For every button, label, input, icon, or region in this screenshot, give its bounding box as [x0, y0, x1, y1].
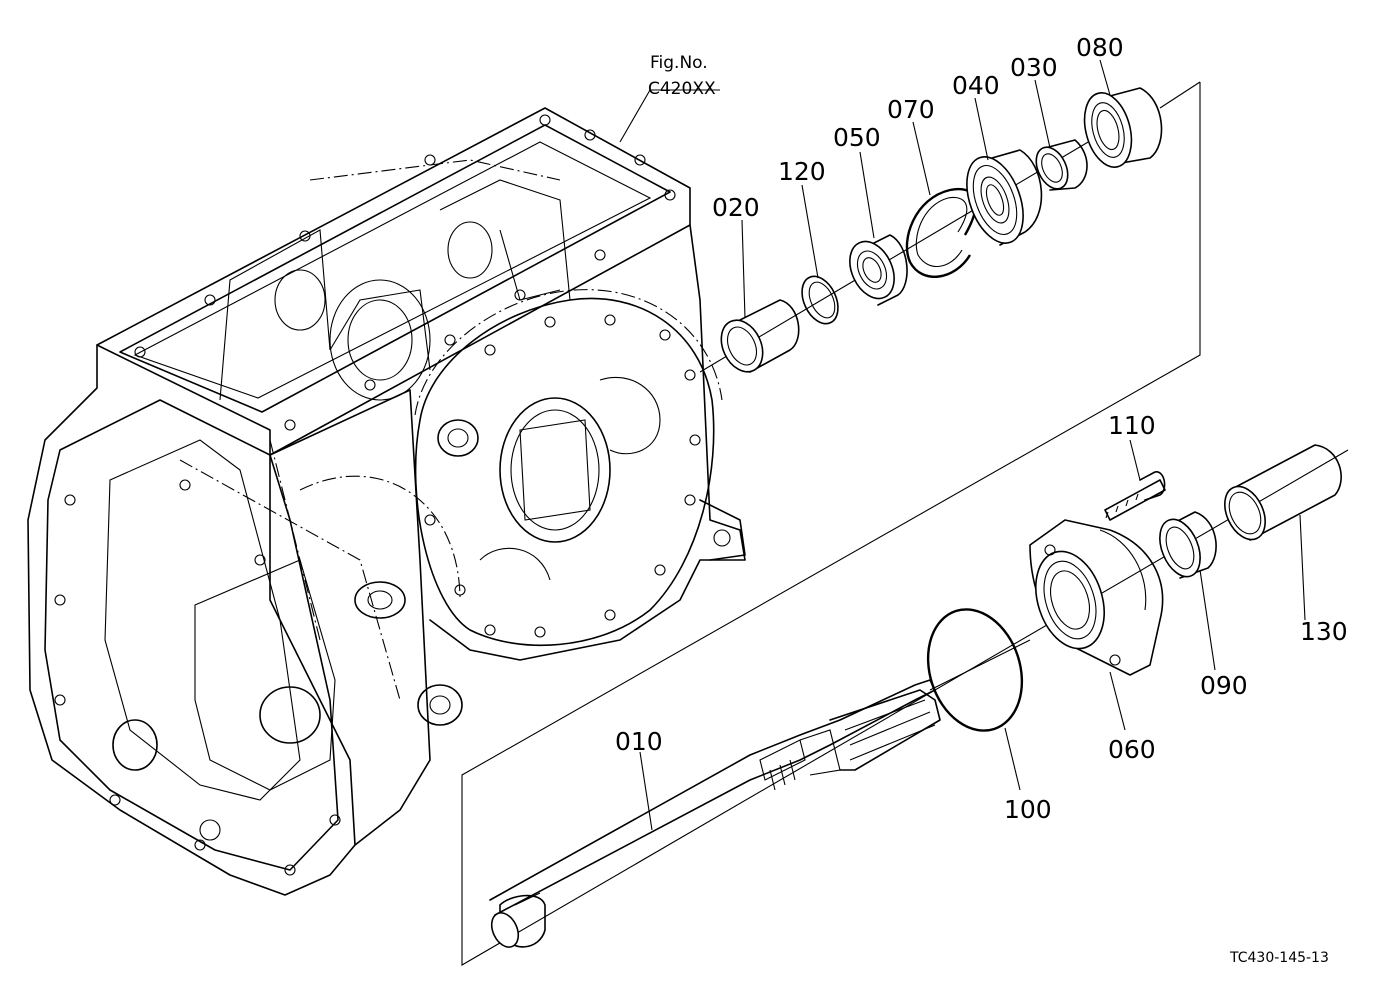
part-120-snap-ring — [801, 275, 839, 325]
label-130: 130 — [1300, 617, 1348, 646]
label-020: 020 — [712, 193, 760, 222]
part-020-bushing — [720, 299, 800, 373]
part-100-o-ring — [926, 608, 1024, 732]
label-060: 060 — [1108, 735, 1156, 764]
rear-flange-plate — [414, 289, 746, 647]
part-050-oil-seal — [849, 234, 908, 306]
assembly-frame — [461, 81, 1349, 966]
label-100: 100 — [1004, 795, 1052, 824]
label-090: 090 — [1200, 671, 1248, 700]
flange-bolt-holes — [424, 314, 701, 638]
part-080-oil-seal — [1083, 87, 1163, 168]
transmission-case — [27, 107, 746, 896]
part-130-sleeve — [1224, 444, 1342, 541]
fig-number: C420XX — [648, 79, 716, 99]
case-bolt-holes — [54, 114, 676, 876]
part-030-collar — [1035, 139, 1088, 191]
label-080: 080 — [1076, 33, 1124, 62]
label-120: 120 — [778, 157, 826, 186]
label-040: 040 — [952, 71, 1000, 100]
drawing-code: TC430-145-13 — [1229, 950, 1329, 966]
label-110: 110 — [1108, 411, 1156, 440]
label-070: 070 — [887, 95, 935, 124]
leader-lines — [619, 59, 1306, 831]
part-060-bearing-housing — [1029, 519, 1164, 676]
part-070-circlip — [905, 187, 977, 278]
part-090-oil-seal — [1159, 511, 1217, 579]
fig-label: Fig.No. — [650, 53, 708, 73]
label-050: 050 — [833, 123, 881, 152]
label-010: 010 — [615, 727, 663, 756]
part-110-bolt — [1104, 471, 1166, 521]
part-010-pto-shaft — [489, 679, 941, 948]
part-040-ball-bearing — [966, 149, 1043, 246]
label-030: 030 — [1010, 53, 1058, 82]
